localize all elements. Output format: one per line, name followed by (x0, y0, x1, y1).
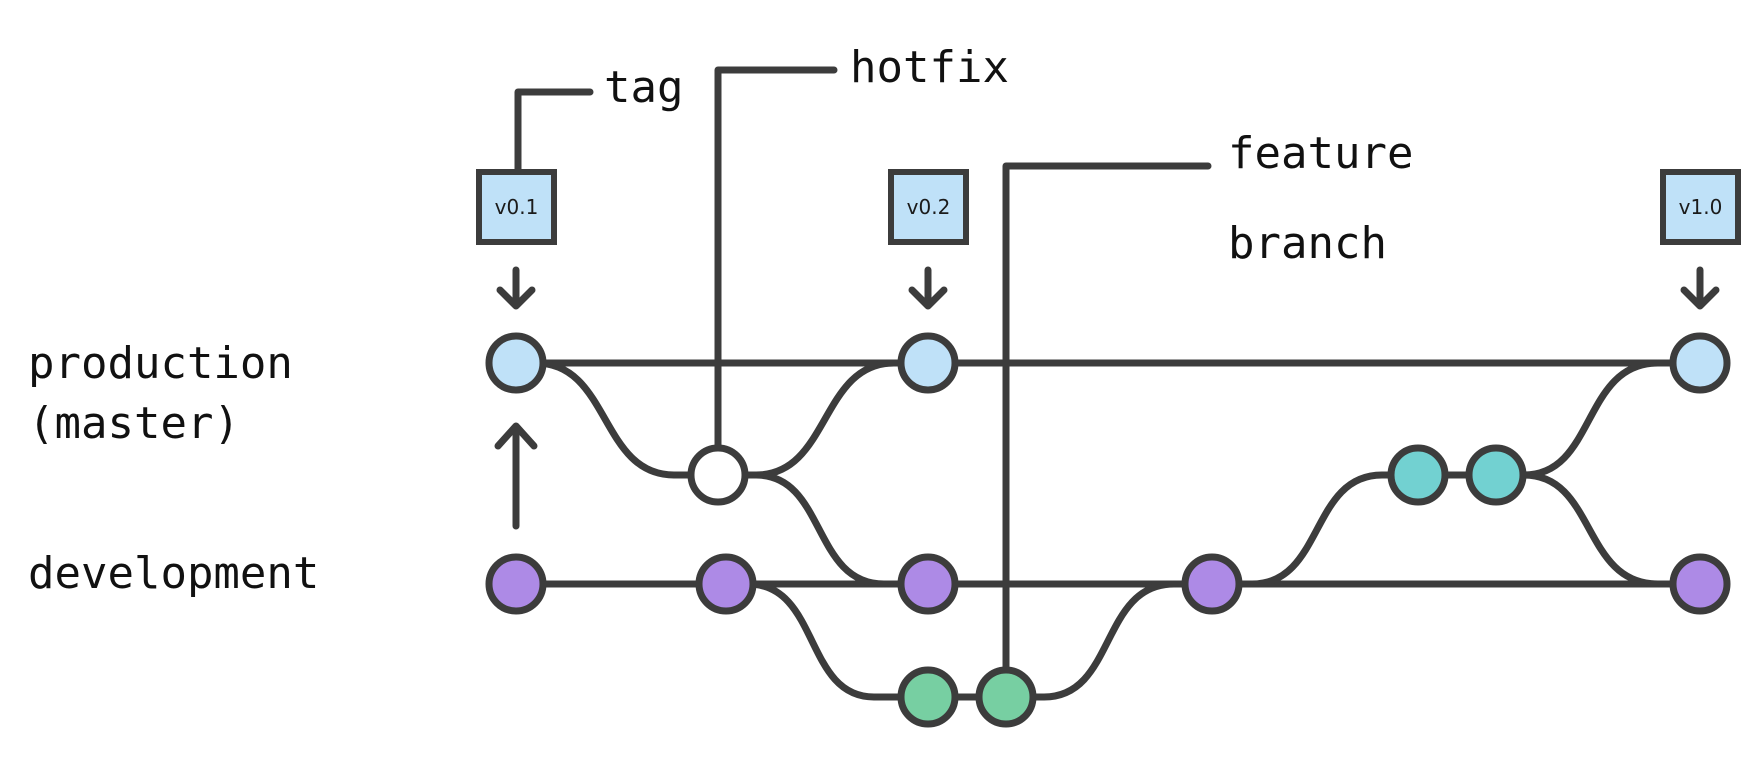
feature-commit-2 (975, 666, 1037, 728)
branch-label: branch (1228, 218, 1387, 269)
down-arrow-icon (908, 266, 948, 310)
tag-box-v10 (1660, 169, 1741, 245)
tag-text-v10: v1.0 (1679, 195, 1723, 219)
tag-v02: v0.2 (888, 169, 969, 245)
master-label: (master) (28, 398, 240, 449)
production-commit-v10 (1669, 332, 1731, 394)
hotfix-commit (687, 444, 749, 506)
development-commit-3 (897, 553, 959, 615)
tag-box-v01 (476, 169, 557, 245)
tag-to-production-arrow-v01 (496, 266, 536, 310)
release-merge-line (1520, 471, 1662, 588)
feature-commit-1 (897, 666, 959, 728)
tag-text-v01: v0.1 (495, 195, 539, 219)
tag-to-production-arrow-v02 (908, 266, 948, 310)
release-commit-1 (1387, 444, 1449, 506)
tag-v10: v1.0 (1660, 169, 1741, 245)
hotfix-merge-line (752, 471, 888, 588)
development-commit-4 (1181, 553, 1243, 615)
hotfix-label: hotfix (850, 42, 1009, 93)
development-commit-2 (695, 553, 757, 615)
tag-label: tag (604, 62, 683, 113)
tag-text-v02: v0.2 (907, 195, 951, 219)
feature-branch-line (744, 580, 1178, 701)
tag-box-v02 (888, 169, 969, 245)
development-to-production-arrow (494, 422, 538, 530)
development-label: development (28, 548, 319, 599)
tag-callout-line (514, 88, 594, 176)
release-branch-line (1248, 359, 1662, 588)
production-commit-v02 (897, 332, 959, 394)
release-commit-2 (1465, 444, 1527, 506)
tag-v01: v0.1 (476, 169, 557, 245)
down-arrow-icon (1680, 266, 1720, 310)
development-commit-1 (485, 553, 547, 615)
tag-to-production-arrow-v10 (1680, 266, 1720, 310)
down-arrow-icon (496, 266, 536, 310)
feature-label: feature (1228, 128, 1413, 179)
development-commit-5 (1669, 553, 1731, 615)
up-arrow-icon (494, 422, 538, 530)
production-label: production (28, 338, 293, 389)
feature-callout-line (1002, 162, 1212, 672)
hotfix-callout-line (714, 66, 838, 450)
production-commit-v01 (485, 332, 547, 394)
